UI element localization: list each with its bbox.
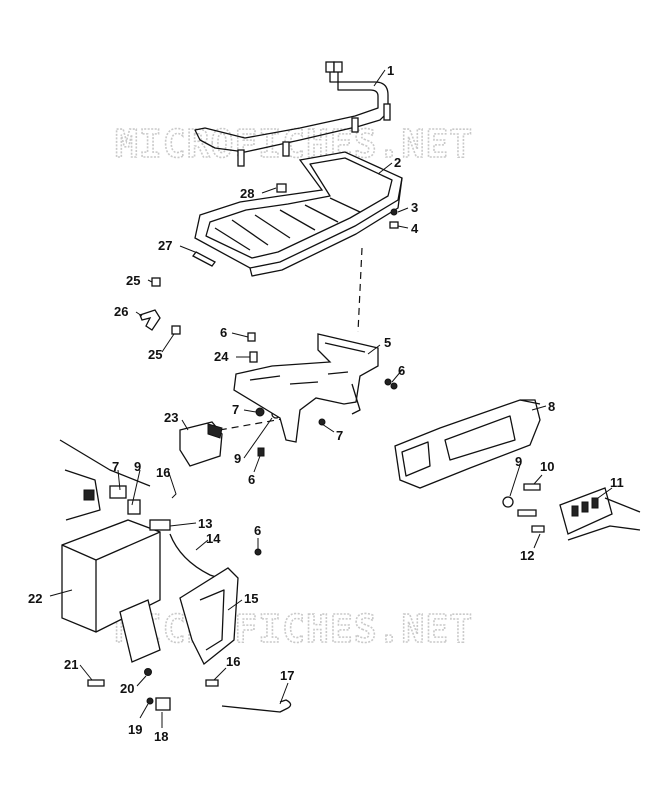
callout-6-a: 6 — [220, 325, 227, 340]
callout-9-a: 9 — [234, 451, 241, 466]
callout-18: 18 — [154, 729, 168, 744]
callout-16-b: 16 — [226, 654, 240, 669]
callout-25-bottom: 25 — [148, 347, 162, 362]
part-bumper-pad — [179, 421, 223, 467]
callout-19: 19 — [128, 722, 142, 737]
callout-9-b: 9 — [134, 459, 141, 474]
callout-9-c: 9 — [515, 454, 522, 469]
callout-labels: 1 2 3 4 28 27 25 26 25 6 24 5 6 23 7 7 9… — [28, 63, 624, 744]
part-rack-tray — [194, 151, 403, 277]
alignment-line-vertical — [357, 247, 363, 333]
part-mount-bracket — [233, 333, 379, 443]
callout-4: 4 — [411, 221, 419, 236]
callout-2: 2 — [394, 155, 401, 170]
part-plate — [155, 697, 171, 711]
callout-8: 8 — [548, 399, 555, 414]
part-hitch — [559, 487, 641, 541]
callout-21: 21 — [64, 657, 78, 672]
callout-16-a: 16 — [156, 465, 170, 480]
callout-6-d: 6 — [254, 523, 261, 538]
callout-15: 15 — [244, 591, 258, 606]
part-frame-box — [59, 439, 161, 633]
callout-3: 3 — [411, 200, 418, 215]
callout-24: 24 — [214, 349, 229, 364]
callout-6-c: 6 — [248, 472, 255, 487]
callout-7-b: 7 — [336, 428, 343, 443]
callout-1: 1 — [387, 63, 394, 78]
callout-6-b: 6 — [398, 363, 405, 378]
part-cable — [221, 699, 292, 713]
callout-22: 22 — [28, 591, 42, 606]
callout-25-top: 25 — [126, 273, 140, 288]
callout-26: 26 — [114, 304, 128, 319]
callout-12: 12 — [520, 548, 534, 563]
callout-17: 17 — [280, 668, 294, 683]
callout-27: 27 — [158, 238, 172, 253]
callout-28: 28 — [240, 186, 254, 201]
part-hose — [149, 519, 226, 581]
part-rack-rail — [194, 61, 391, 167]
callout-7-c: 7 — [112, 459, 119, 474]
callout-23: 23 — [164, 410, 178, 425]
callout-11: 11 — [610, 475, 624, 490]
part-guard — [119, 567, 239, 666]
callout-20: 20 — [120, 681, 134, 696]
callout-7-a: 7 — [232, 402, 239, 417]
callout-5: 5 — [384, 335, 391, 350]
callout-10: 10 — [540, 459, 554, 474]
leader-lines — [49, 69, 613, 728]
watermark-bottom: MICROFICHES.NET — [115, 607, 473, 651]
callout-14: 14 — [206, 531, 221, 546]
part-rear-bumper — [394, 399, 541, 489]
callout-13: 13 — [198, 516, 212, 531]
